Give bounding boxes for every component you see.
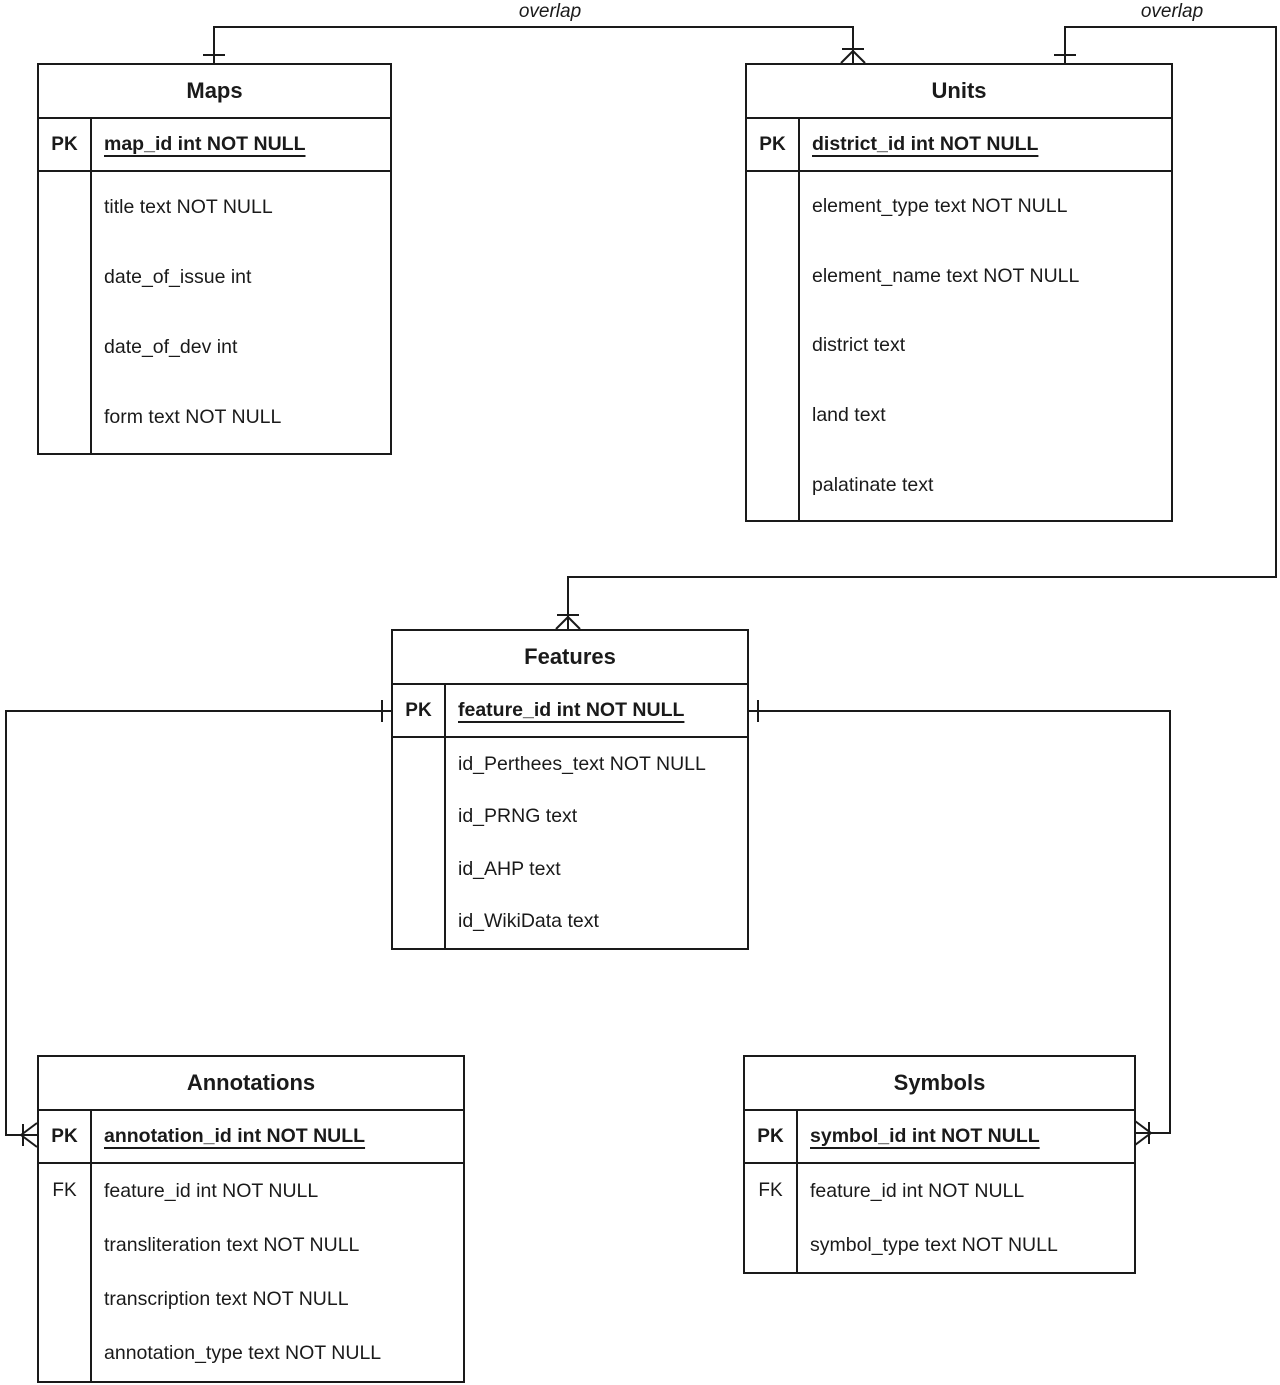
key-cell	[393, 895, 446, 948]
pk-attribute: district_id int NOT NULL	[812, 133, 1039, 155]
pk-row: PK annotation_id int NOT NULL	[39, 1111, 463, 1164]
entity-title: Maps	[39, 65, 390, 119]
attribute: element_type text NOT NULL	[812, 195, 1068, 218]
relationship-maps-units	[203, 26, 866, 64]
attribute: id_Perthees_text NOT NULL	[458, 752, 706, 775]
entity-annotations: Annotations PK annotation_id int NOT NUL…	[37, 1055, 465, 1383]
crow-foot-marker	[20, 1122, 38, 1148]
entity-title: Symbols	[745, 1057, 1134, 1111]
attribute: transliteration text NOT NULL	[104, 1233, 360, 1256]
relationship-units-features	[555, 26, 1277, 630]
key-cell	[747, 241, 800, 312]
relationship-features-annotations	[5, 700, 391, 1148]
key-cell	[747, 380, 800, 451]
entity-title: Features	[393, 631, 747, 685]
pk-attribute: map_id int NOT NULL	[104, 133, 306, 155]
attribute: date_of_dev int	[104, 336, 238, 359]
key-cell	[39, 242, 92, 313]
key-cell	[393, 738, 446, 791]
entity-title: Annotations	[39, 1057, 463, 1111]
entity-title: Units	[747, 65, 1171, 119]
key-cell	[747, 172, 800, 242]
attribute: id_WikiData text	[458, 910, 599, 933]
key-cell	[39, 312, 92, 383]
pk-key-label: PK	[745, 1111, 798, 1162]
attribute: date_of_issue int	[104, 265, 252, 288]
crow-foot-marker	[555, 614, 581, 630]
pk-attribute: symbol_id int NOT NULL	[810, 1125, 1040, 1147]
pk-key-label: PK	[393, 685, 446, 736]
pk-attribute: feature_id int NOT NULL	[458, 699, 685, 721]
entity-body: title text NOT NULL date_of_issue int da…	[39, 172, 390, 453]
pk-key-label: PK	[39, 119, 92, 170]
key-cell	[747, 311, 800, 381]
key-cell	[745, 1218, 798, 1272]
entity-body: FK feature_id int NOT NULL transliteratio…	[39, 1164, 463, 1381]
attribute: element_name text NOT NULL	[812, 264, 1080, 287]
attribute: feature_id int NOT NULL	[104, 1179, 319, 1202]
entity-body: element_type text NOT NULL element_name …	[747, 172, 1171, 520]
entity-maps: Maps PK map_id int NOT NULL title text N…	[37, 63, 392, 455]
key-cell	[39, 1272, 92, 1327]
pk-row: PK symbol_id int NOT NULL	[745, 1111, 1134, 1164]
attribute: id_PRNG text	[458, 805, 578, 828]
entity-symbols: Symbols PK symbol_id int NOT NULL FK feat…	[743, 1055, 1136, 1274]
pk-row: PK map_id int NOT NULL	[39, 119, 390, 172]
attribute: land text	[812, 404, 886, 427]
attribute: annotation_type text NOT NULL	[104, 1342, 382, 1365]
key-cell	[39, 1326, 92, 1381]
relationship-features-symbols	[749, 700, 1171, 1146]
key-cell	[39, 382, 92, 453]
pk-attribute: annotation_id int NOT NULL	[104, 1125, 366, 1147]
relationship-label-overlap-top: overlap	[518, 1, 582, 22]
key-cell	[393, 790, 446, 843]
attribute: palatinate text	[812, 473, 934, 496]
entity-body: id_Perthees_text NOT NULL id_PRNG text i…	[393, 738, 747, 948]
attribute: id_AHP text	[458, 857, 561, 880]
fk-key-label: FK	[39, 1164, 92, 1219]
key-cell	[393, 843, 446, 896]
key-cell	[39, 1218, 92, 1273]
crow-foot-marker	[1134, 1120, 1152, 1146]
attribute: transcription text NOT NULL	[104, 1288, 349, 1311]
pk-row: PK feature_id int NOT NULL	[393, 685, 747, 738]
key-cell	[39, 172, 92, 243]
entity-units: Units PK district_id int NOT NULL elemen…	[745, 63, 1173, 522]
pk-row: PK district_id int NOT NULL	[747, 119, 1171, 172]
entity-body: FK feature_id int NOT NULL symbol_type te…	[745, 1164, 1134, 1272]
attribute: symbol_type text NOT NULL	[810, 1233, 1058, 1256]
attribute: district text	[812, 334, 906, 357]
crow-foot-marker	[840, 48, 866, 64]
pk-key-label: PK	[39, 1111, 92, 1162]
entity-features: Features PK feature_id int NOT NULL id_P…	[391, 629, 749, 950]
fk-key-label: FK	[745, 1164, 798, 1218]
attribute: form text NOT NULL	[104, 406, 282, 429]
attribute: feature_id int NOT NULL	[810, 1179, 1025, 1202]
pk-key-label: PK	[747, 119, 800, 170]
key-cell	[747, 450, 800, 520]
relationship-label-overlap-right: overlap	[1140, 1, 1204, 22]
attribute: title text NOT NULL	[104, 195, 273, 218]
